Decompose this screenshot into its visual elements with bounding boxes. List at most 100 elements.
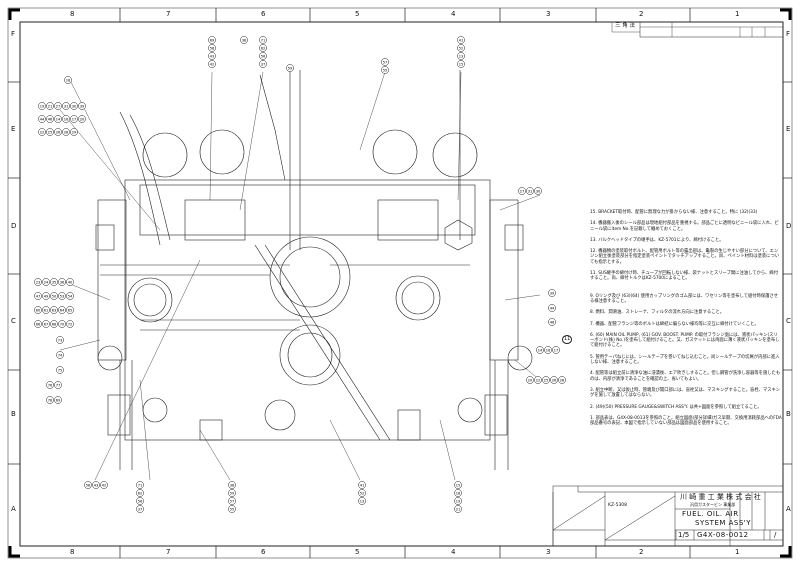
balloon-label: 43 <box>94 483 99 487</box>
note-8: 8. 燃料、潤滑油、ストレーナ、フィルタの流れ方向に注意すること。 <box>590 310 725 316</box>
division-name: 汎用ガスタービン 事業部 <box>690 502 736 507</box>
balloon-label: 49 <box>44 294 49 298</box>
balloon-circle <box>46 381 54 389</box>
balloon-circle <box>381 66 389 74</box>
balloon-circle <box>56 351 64 359</box>
balloon-circle <box>38 115 46 123</box>
balloon-label: 39 <box>80 104 85 108</box>
balloon-label: 26 <box>552 378 557 382</box>
balloon-label: 25 <box>48 130 53 134</box>
balloon-circle <box>457 36 465 44</box>
balloon-label: 18 <box>456 491 461 495</box>
row-label: C <box>786 317 791 325</box>
balloon-label: 69 <box>56 398 61 402</box>
balloon-circle <box>66 320 74 328</box>
note-14: 14. 機器搬入後のシール部品は現地組付部品を重視する。部品ごとに透明なビニール… <box>590 221 779 232</box>
balloon-label: 37 <box>138 507 143 511</box>
balloon-label: 59 <box>230 491 235 495</box>
balloon-circle <box>62 102 70 110</box>
balloon-circle <box>558 376 566 384</box>
balloon-circle <box>548 304 556 312</box>
balloon-circle <box>62 128 70 136</box>
col-label: 2 <box>639 548 644 556</box>
balloon-circle <box>518 187 526 195</box>
col-label: 8 <box>70 10 75 18</box>
balloon-label: 38 <box>230 483 235 487</box>
balloon-label: 28 <box>560 378 565 382</box>
balloon-circle <box>58 292 66 300</box>
balloon-label: 25 <box>544 378 549 382</box>
balloon-label: 46 <box>550 320 555 324</box>
scale: 1/5 <box>678 531 690 539</box>
balloon-circle <box>66 306 74 314</box>
row-label: A <box>786 505 791 513</box>
balloon-circle <box>70 128 78 136</box>
balloon-label: 61 <box>44 308 49 312</box>
balloon-circle <box>358 481 366 489</box>
balloon-label: 77 <box>56 383 61 387</box>
balloon-circle <box>457 60 465 68</box>
balloon-circle <box>136 505 144 513</box>
balloon-label: 21 <box>456 507 461 511</box>
balloon-label: 62 <box>261 46 266 50</box>
balloon-label: 24 <box>44 280 49 284</box>
balloon-label: 69 <box>210 38 215 42</box>
balloon-circle <box>92 481 100 489</box>
balloon-circle <box>78 102 86 110</box>
balloon-label: 40 <box>68 280 73 284</box>
balloon-label: 74 <box>58 353 63 357</box>
balloon-circle <box>38 102 46 110</box>
balloon-label: 73 <box>58 338 63 342</box>
balloon-label: 68 <box>52 322 57 326</box>
row-label: E <box>786 125 791 133</box>
balloon-label: 62 <box>138 491 143 495</box>
balloon-circle <box>54 128 62 136</box>
row-label: E <box>11 125 16 133</box>
balloon-circle <box>208 52 216 60</box>
col-label: 6 <box>261 548 266 556</box>
balloon-label: 20 <box>80 117 85 121</box>
drawing-number: G4X-08-0012 <box>697 531 749 539</box>
balloon-circle <box>381 58 389 66</box>
balloon-circle <box>548 289 556 297</box>
balloon-label: 27 <box>520 189 525 193</box>
note-15: 15. BRACKET取付時、配管に無理な力が掛からない様、注意すること。特に … <box>590 210 758 215</box>
row-label: B <box>11 410 16 418</box>
balloon-circle <box>46 102 54 110</box>
balloon-circle <box>54 115 62 123</box>
col-label: 7 <box>166 548 171 556</box>
balloon-label: 35 <box>52 280 57 284</box>
balloon-circle <box>259 52 267 60</box>
balloon-circle <box>526 187 534 195</box>
balloon-circle <box>54 381 62 389</box>
balloon-label: 13 <box>360 499 365 503</box>
balloon-label: 76 <box>48 383 53 387</box>
balloon-circle <box>228 497 236 505</box>
row-label: F <box>786 30 791 38</box>
balloon-label: 50 <box>52 294 57 298</box>
balloon-label: 52 <box>459 46 464 50</box>
balloon-circle <box>259 60 267 68</box>
balloon-circle <box>50 278 58 286</box>
balloon-circle <box>62 115 70 123</box>
note-4: 4. 配管等は組立前に清浄な油に浸漬後、エア吹きしすること。但し鋼管が洗浄し容器… <box>590 371 781 382</box>
balloon-circle <box>208 44 216 52</box>
balloon-label: 17 <box>72 117 77 121</box>
balloon-label: 55 <box>383 68 388 72</box>
balloon-circle <box>240 36 248 44</box>
balloon-label: 17 <box>554 348 559 352</box>
company-name: 川 崎 重 工 業 株 式 会 社 <box>680 493 761 501</box>
balloon-label: 22 <box>40 130 45 134</box>
note-5: 5. 管用テーパねじには、シールテープを巻いてねじ込むこと。尚シールテープの切屑… <box>590 354 780 366</box>
col-label: 1 <box>735 548 740 556</box>
balloon-circle <box>50 306 58 314</box>
outer-frame <box>7 7 793 559</box>
engine-assembly <box>95 70 533 470</box>
balloon-label: 36 <box>60 280 65 284</box>
balloon-circle <box>536 346 544 354</box>
balloon-circle <box>228 481 236 489</box>
balloon-circle <box>46 128 54 136</box>
col-label: 8 <box>70 548 75 556</box>
balloon-circle <box>550 376 558 384</box>
